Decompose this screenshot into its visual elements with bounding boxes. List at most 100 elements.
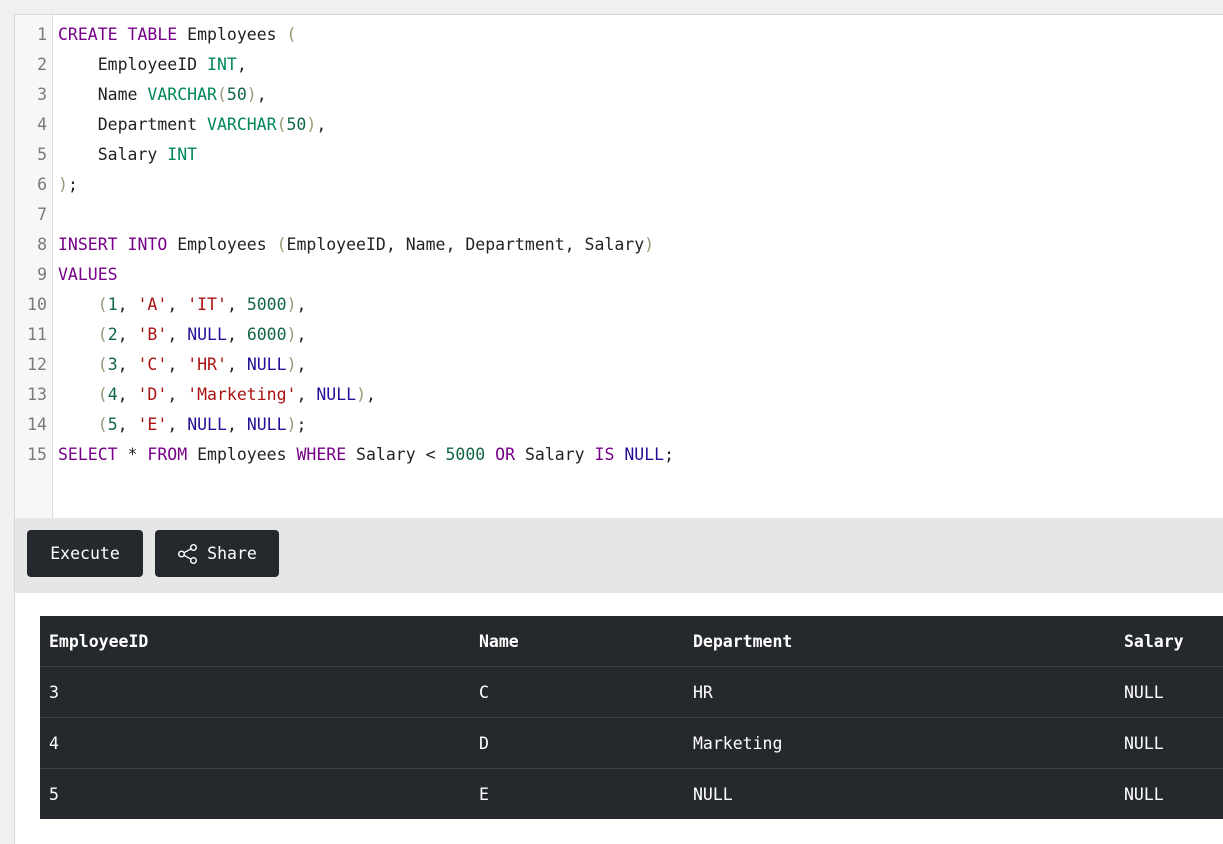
code-token: 'Marketing' [187, 385, 297, 404]
code-token: NULL [624, 445, 665, 464]
line-number: 7 [37, 205, 47, 224]
code-token: 'E' [137, 415, 168, 434]
code-line[interactable]: (4, 'D', 'Marketing', NULL), [58, 380, 376, 410]
code-token: ( [97, 295, 108, 314]
column-header: EmployeeID [40, 616, 470, 667]
code-token: Name [58, 85, 148, 104]
code-token: OR [495, 445, 516, 464]
code-token: 'HR' [187, 355, 227, 374]
results-table: EmployeeID Name Department Salary 3 C HR… [40, 616, 1223, 819]
code-token: , [226, 355, 247, 374]
line-number: 6 [37, 175, 47, 194]
code-token: , [296, 325, 307, 344]
code-token [614, 445, 624, 464]
code-line[interactable]: ); [58, 170, 78, 200]
table-row: 3 C HR NULL [40, 666, 1223, 718]
code-token [118, 235, 128, 254]
table-cell: NULL [1115, 666, 1223, 718]
code-line[interactable]: VALUES [58, 260, 118, 290]
code-token: , [167, 355, 188, 374]
code-token: ( [216, 85, 227, 104]
table-cell: Marketing [684, 717, 1115, 769]
code-token [58, 295, 98, 314]
line-number: 11 [27, 325, 47, 344]
line-number: 4 [37, 115, 47, 134]
line-number: 10 [27, 295, 47, 314]
table-cell: NULL [684, 768, 1115, 819]
code-token: 1 [107, 295, 118, 314]
execute-button[interactable]: Execute [27, 530, 143, 577]
code-line[interactable]: Name VARCHAR(50), [58, 80, 267, 110]
code-token: 6000 [246, 325, 287, 344]
toolbar: Execute Share [15, 518, 1223, 593]
code-line[interactable]: (1, 'A', 'IT', 5000), [58, 290, 307, 320]
code-token: FROM [147, 445, 188, 464]
code-token: Employees [177, 25, 287, 44]
line-number: 14 [27, 415, 47, 434]
code-token: Salary [515, 445, 595, 464]
code-token: EmployeeID, Name, Department, Salary [286, 235, 645, 254]
code-token: , [117, 355, 138, 374]
code-token: VARCHAR [147, 85, 217, 104]
code-token: 3 [107, 355, 118, 374]
code-token: , [226, 415, 247, 434]
code-token: ) [644, 235, 655, 254]
code-token: SELECT [58, 445, 118, 464]
code-token: 'C' [137, 355, 168, 374]
code-token: NULL [187, 415, 227, 434]
code-line[interactable]: (5, 'E', NULL, NULL); [58, 410, 307, 440]
line-number: 13 [27, 385, 47, 404]
code-token: 2 [107, 325, 118, 344]
code-token: , [236, 55, 247, 74]
code-token: INSERT [58, 235, 118, 254]
code-token: , [117, 415, 138, 434]
code-token [58, 385, 98, 404]
code-token: ; [296, 415, 307, 434]
column-header: Department [684, 616, 1115, 667]
code-token: , [226, 295, 247, 314]
share-button[interactable]: Share [155, 530, 279, 577]
code-token: 5 [107, 415, 118, 434]
code-token: VALUES [58, 265, 118, 284]
code-token: , [117, 385, 138, 404]
code-token: 50 [226, 85, 247, 104]
code-token: , [366, 385, 376, 404]
column-header: Salary [1115, 616, 1223, 667]
code-token: NULL [187, 325, 227, 344]
code-line[interactable]: SELECT * FROM Employees WHERE Salary < 5… [58, 440, 674, 470]
code-line[interactable]: Department VARCHAR(50), [58, 110, 327, 140]
code-token: NULL [316, 385, 357, 404]
code-token: CREATE [58, 25, 118, 44]
code-line[interactable]: (3, 'C', 'HR', NULL), [58, 350, 307, 380]
code-token: ) [58, 175, 68, 194]
code-line[interactable]: INSERT INTO Employees (EmployeeID, Name,… [58, 230, 654, 260]
column-header: Name [470, 616, 684, 667]
code-token: ( [276, 235, 287, 254]
code-token: ( [97, 325, 108, 344]
table-cell: NULL [1115, 717, 1223, 769]
table-header-row: EmployeeID Name Department Salary [40, 616, 1223, 667]
code-line[interactable]: EmployeeID INT, [58, 50, 247, 80]
code-token: EmployeeID [58, 55, 208, 74]
code-editor[interactable]: 1 2 3 4 5 6 7 8 9 10 11 12 13 14 15 CREA… [15, 15, 1223, 518]
code-line[interactable]: (2, 'B', NULL, 6000), [58, 320, 307, 350]
code-token: 50 [286, 115, 307, 134]
code-token: ( [97, 355, 108, 374]
code-line[interactable]: Salary INT [58, 140, 197, 170]
code-token: ) [306, 115, 317, 134]
code-token: IS [594, 445, 615, 464]
table-cell: 3 [40, 666, 470, 718]
code-token: , [167, 415, 188, 434]
code-token [58, 325, 98, 344]
code-token: Employees [187, 445, 297, 464]
code-token: , [256, 85, 267, 104]
code-token: ( [97, 385, 108, 404]
code-token: , [167, 325, 188, 344]
line-number: 2 [37, 55, 47, 74]
line-number: 8 [37, 235, 47, 254]
results-panel: EmployeeID Name Department Salary 3 C HR… [40, 616, 1223, 819]
code-line[interactable]: CREATE TABLE Employees ( [58, 20, 296, 50]
code-token: ( [97, 415, 108, 434]
code-token: INT [167, 145, 198, 164]
line-number: 15 [27, 445, 47, 464]
